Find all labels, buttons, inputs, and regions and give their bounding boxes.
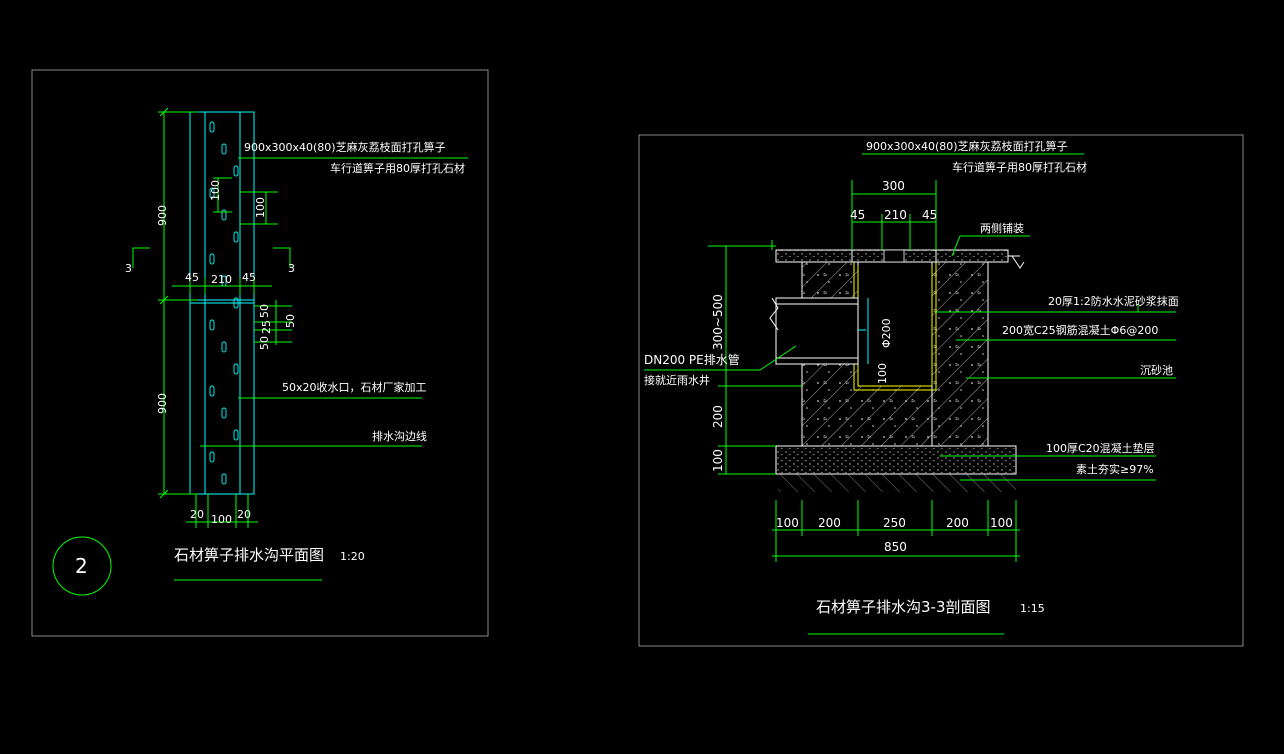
plan-dim-900-top: 900 <box>156 205 169 226</box>
section-dim-850: 850 <box>884 540 907 554</box>
plan-scale: 1:20 <box>340 550 365 563</box>
plan-inlet-note: 50x20收水口，石材厂家加工 <box>282 380 427 394</box>
detail-number: 2 <box>75 554 88 578</box>
grate-slot <box>209 319 215 331</box>
section-drawing: 900x300x40(80)芝麻灰荔枝面打孔箅子 车行道箅子用80厚打孔石材 3… <box>638 134 1244 647</box>
section-dim-phi200: Φ200 <box>880 318 893 348</box>
plan-title: 石材箅子排水沟平面图 <box>174 546 324 564</box>
grate-slot <box>221 341 227 353</box>
compacted-soil <box>778 474 1016 492</box>
grate-slot <box>221 143 227 155</box>
grate-slot <box>209 451 215 463</box>
section-dim-210: 210 <box>884 208 907 222</box>
plan-dim-210: 210 <box>211 273 232 286</box>
plan-dim-100-b: 100 <box>254 197 267 218</box>
plan-dim-100-a: 100 <box>209 180 222 201</box>
grate-slot <box>209 253 215 265</box>
section-dim-45-right: 45 <box>922 208 937 222</box>
section-concrete-note: 200宽C25钢筋混凝土Φ6@200 <box>1002 323 1158 337</box>
plan-dim-50-c: 50 <box>258 336 271 350</box>
grate-slot <box>233 429 239 441</box>
section-pipe-note-2: 接就近雨水井 <box>644 373 710 387</box>
detail-number-circle <box>52 536 112 596</box>
section-grate-note-1: 900x300x40(80)芝麻灰荔枝面打孔箅子 <box>866 139 1068 153</box>
section-frame <box>638 134 1244 647</box>
plan-dim-20-left: 20 <box>190 508 204 521</box>
plan-dim-50-b: 50 <box>284 314 297 328</box>
grate-slot <box>221 407 227 419</box>
section-mark-right: 3 <box>288 262 295 275</box>
plan-frame <box>31 69 489 637</box>
plan-dim-45-left: 45 <box>185 271 199 284</box>
plan-dim-900-bottom: 900 <box>156 393 169 414</box>
plan-edge-note: 排水沟边线 <box>372 429 427 443</box>
section-dim-300: 300 <box>882 179 905 193</box>
plan-dim-45-right: 45 <box>242 271 256 284</box>
section-dim-100-v: 100 <box>711 449 725 472</box>
grate-slot <box>209 121 215 133</box>
plan-dim-20-right: 20 <box>237 508 251 521</box>
section-sump-note: 沉砂池 <box>1140 364 1173 377</box>
plan-dim-25: 25 <box>260 320 273 334</box>
section-dim-bottom-2: 200 <box>818 516 841 530</box>
section-mark-left: 3 <box>125 262 132 275</box>
grate-slot <box>209 385 215 397</box>
plan-drawing: 3 3 900x300x40(80)芝麻灰荔枝面打孔箅子 车行道 <box>31 69 489 637</box>
section-scale: 1:15 <box>1020 602 1045 615</box>
grate-slot <box>233 297 239 309</box>
plan-dim-100-bottom: 100 <box>211 513 232 526</box>
grate-slot <box>209 187 215 199</box>
grate-slot <box>233 363 239 375</box>
concrete-base <box>775 445 1017 475</box>
section-mortar-note: 20厚1:2防水水泥砂浆抹面 <box>1048 294 1179 308</box>
section-dim-bottom-4: 200 <box>946 516 969 530</box>
plan-grate-note-2: 车行道箅子用80厚打孔石材 <box>330 161 465 175</box>
section-base-note: 100厚C20混凝土垫层 <box>1046 441 1155 455</box>
section-dim-100-inner: 100 <box>876 363 889 384</box>
section-paving-note: 两侧铺装 <box>980 222 1024 235</box>
grate-slot <box>221 209 227 221</box>
section-title: 石材箅子排水沟3-3剖面图 <box>816 598 991 616</box>
grate-slot <box>233 165 239 177</box>
plan-dim-50-a: 50 <box>258 304 271 318</box>
section-dim-45-left: 45 <box>850 208 865 222</box>
plan-grate-slots <box>209 121 239 485</box>
section-soil-note: 素土夯实≥97% <box>1076 462 1154 476</box>
section-pipe-note-1: DN200 PE排水管 <box>644 352 740 367</box>
pe-drain-pipe <box>775 297 859 365</box>
section-grate-note-2: 车行道箅子用80厚打孔石材 <box>952 160 1087 174</box>
grate-slot <box>221 473 227 485</box>
section-dim-bottom-3: 250 <box>883 516 906 530</box>
section-dim-300-500: 300~500 <box>711 294 725 350</box>
section-dim-bottom-5: 100 <box>990 516 1013 530</box>
section-dim-bottom-1: 100 <box>776 516 799 530</box>
grate-slot <box>233 231 239 243</box>
section-dim-200-v: 200 <box>711 405 725 428</box>
plan-grate-note-1: 900x300x40(80)芝麻灰荔枝面打孔箅子 <box>244 140 446 154</box>
